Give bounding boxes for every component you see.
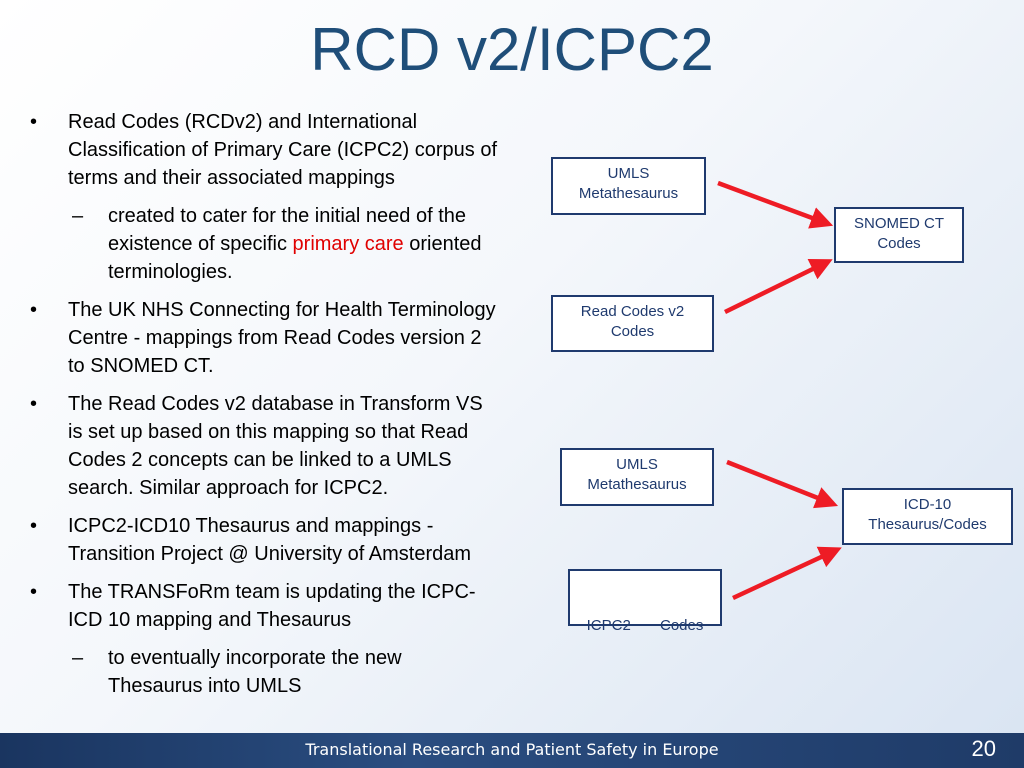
slide-title: RCD v2/ICPC2 xyxy=(310,16,714,83)
bullet-mark: • xyxy=(30,515,38,537)
sub-bullet-mark: – xyxy=(72,205,84,227)
arrow-umls-to-icd10 xyxy=(726,459,839,509)
page-number: 20 xyxy=(971,736,996,761)
sub-bullet-text: to eventually incorporate the new Thesau… xyxy=(108,647,402,697)
sub-bullet-text-after: oriented terminologies. xyxy=(108,233,482,283)
box-line: UMLS xyxy=(607,165,650,182)
bullet-mark: • xyxy=(30,299,38,321)
icpc2-codes-box: ICPC2 Codes xyxy=(568,569,722,634)
read-codes-v2-box: Read Codes v2 Codes xyxy=(551,295,714,352)
bullet-mark: • xyxy=(30,581,38,603)
box-line: UMLS xyxy=(616,456,658,473)
sub-bullet-text-before: created to cater for the initial need of… xyxy=(108,205,466,255)
box-line: Metathesaurus xyxy=(587,476,687,493)
bullet-item-3: • The Read Codes v2 database in Transfor… xyxy=(30,390,500,502)
footer-text: Translational Research and Patient Safet… xyxy=(305,740,719,759)
box-line: ICPC2 Codes xyxy=(586,617,704,634)
arrow-readcodes-to-snomed xyxy=(724,259,833,315)
sub-bullet-mark: – xyxy=(72,647,84,669)
bullet-text: The UK NHS Connecting for Health Termino… xyxy=(68,299,496,377)
box-line: Codes xyxy=(610,323,655,340)
arrow-icpc2-to-icd10 xyxy=(732,546,842,601)
footer-bar: Translational Research and Patient Safet… xyxy=(0,733,1024,768)
bullet-item-4: • ICPC2-ICD10 Thesaurus and mappings - T… xyxy=(30,512,500,568)
box-line: Codes xyxy=(877,235,921,252)
bullet-list: • Read Codes (RCDv2) and International C… xyxy=(30,108,500,710)
bullet-item-1: • Read Codes (RCDv2) and International C… xyxy=(30,108,500,192)
bullet-item-5: • The TRANSFoRm team is updating the ICP… xyxy=(30,578,500,634)
bullet-text: The Read Codes v2 database in Transform … xyxy=(68,393,483,499)
bullet-mark: • xyxy=(30,393,38,415)
icd10-thesaurus-codes-box: ICD-10 Thesaurus/Codes xyxy=(842,488,1013,545)
box-line: Read Codes v2 xyxy=(580,303,685,320)
bullet-mark: • xyxy=(30,111,38,133)
umls-metathesaurus-box-top: UMLS Metathesaurus xyxy=(551,157,706,215)
arrow-umls-to-snomed xyxy=(717,180,834,229)
bullet-text: ICPC2-ICD10 Thesaurus and mappings - Tra… xyxy=(68,515,472,565)
box-line: Thesaurus/Codes xyxy=(868,516,987,533)
bullet-text: Read Codes (RCDv2) and International Cla… xyxy=(68,111,498,189)
sub-bullet-item-1: – created to cater for the initial need … xyxy=(30,202,500,286)
box-line: SNOMED CT xyxy=(854,215,944,232)
snomed-ct-codes-box: SNOMED CT Codes xyxy=(834,207,964,263)
sub-bullet-item-2: – to eventually incorporate the new Thes… xyxy=(30,644,500,700)
box-line: ICD-10 xyxy=(903,496,952,513)
highlight-text: primary care xyxy=(292,233,404,255)
umls-metathesaurus-box-bottom: UMLS Metathesaurus xyxy=(560,448,714,506)
box-line: Metathesaurus xyxy=(578,185,679,202)
bullet-item-2: • The UK NHS Connecting for Health Termi… xyxy=(30,296,500,380)
bullet-text: The TRANSFoRm team is updating the ICPC-… xyxy=(68,581,476,631)
